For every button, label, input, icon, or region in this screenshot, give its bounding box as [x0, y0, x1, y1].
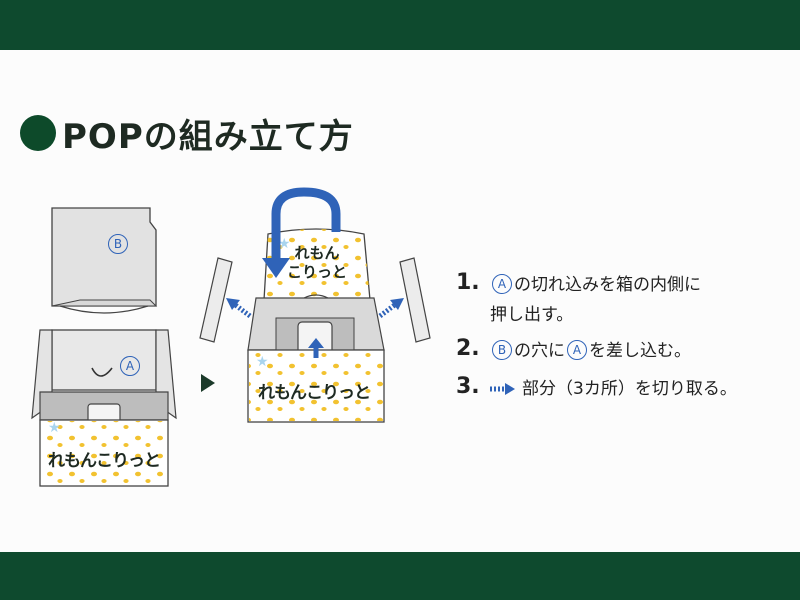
box-right: ★ ★: [199, 187, 431, 423]
cut-arrow-right-icon: [378, 298, 404, 318]
step-3-number: 3.: [456, 374, 480, 399]
label-a: A: [120, 356, 140, 376]
step-1-number: 1.: [456, 270, 480, 295]
cut-part-arrow-icon: [490, 383, 515, 395]
next-arrow-icon: [201, 374, 215, 392]
step-2-text-2: を差し込む。: [589, 341, 691, 361]
product-name-top-line1: れもん: [294, 244, 340, 262]
title-bullet-icon: [20, 115, 56, 151]
page-title: POPの組み立て方: [20, 108, 354, 158]
product-name-top-line2: こりっと: [286, 263, 347, 281]
product-name-left: れもんこりっと: [48, 451, 161, 471]
step-1-text-1: の切れ込みを箱の内側に: [514, 275, 701, 295]
svg-text:★: ★: [256, 354, 269, 370]
step-1-text-2: 押し出す。: [490, 305, 574, 325]
top-flap: [51, 207, 157, 307]
box-left: ★: [31, 207, 177, 487]
step-3: 3. 部分（3カ所）を切り取る。: [456, 374, 737, 404]
step-2-number: 2.: [456, 336, 480, 361]
fold-arrow-icon: [262, 258, 290, 278]
bottom-band: [0, 552, 800, 600]
step-1-label-a: A: [492, 274, 512, 294]
step-2-label-b: B: [492, 340, 512, 360]
slit-a: [91, 367, 113, 377]
svg-text:★: ★: [48, 420, 61, 436]
step-3-text: 部分（3カ所）を切り取る。: [522, 379, 737, 399]
step-2-text-1: の穴に: [514, 341, 565, 361]
cut-arrow-left-icon: [226, 298, 252, 318]
label-b: B: [108, 234, 128, 254]
svg-text:★: ★: [278, 236, 291, 252]
step-2-label-a: A: [567, 340, 587, 360]
product-name-right: れもんこりっと: [258, 383, 371, 403]
product-name-top: れもん こりっと: [272, 244, 362, 282]
top-band: [0, 0, 800, 50]
title-text: POPの組み立て方: [62, 116, 354, 157]
